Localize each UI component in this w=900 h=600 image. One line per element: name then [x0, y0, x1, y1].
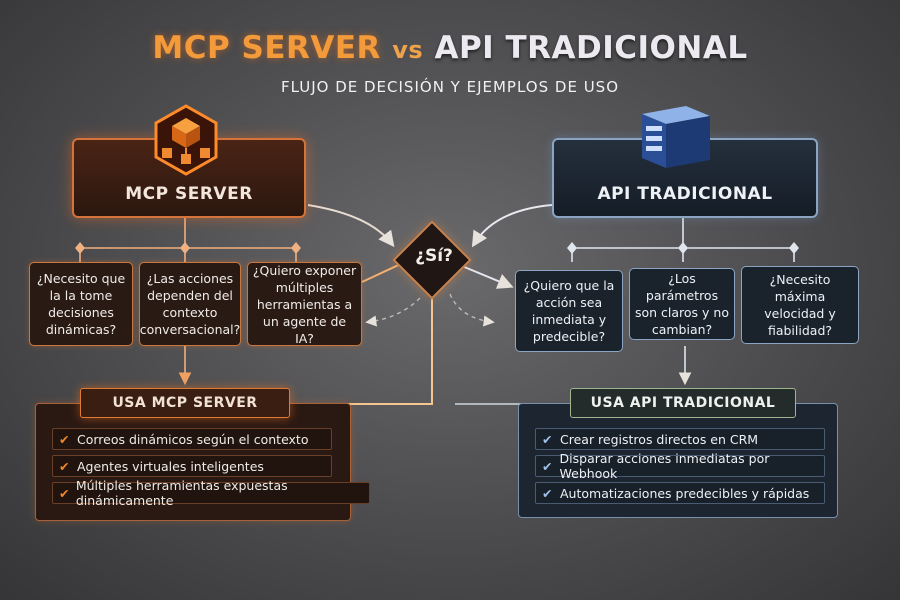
- api-result-item: ✔ Crear registros directos en CRM: [535, 428, 825, 450]
- api-question-1: ¿Quiero que la acción sea inmediata y pr…: [515, 270, 623, 352]
- api-question-3: ¿Necesito máxima velocidad y fiabilidad?: [741, 266, 859, 344]
- api-result-item: ✔ Disparar acciones inmediatas por Webhoo…: [535, 451, 825, 481]
- mcp-question-2: ¿Las acciones dependen del contexto conv…: [139, 262, 241, 346]
- mcp-server-header: MCP SERVER: [72, 138, 306, 218]
- title-vs: vs: [392, 36, 424, 64]
- check-icon: ✔: [59, 431, 70, 447]
- mcp-result-text: Agentes virtuales inteligentes: [77, 458, 264, 474]
- title-left: MCP SERVER: [152, 30, 381, 66]
- title-right: API TRADICIONAL: [434, 30, 748, 66]
- mcp-question-1: ¿Necesito que la la tome decisiones diná…: [29, 262, 133, 346]
- cube-network-icon: [154, 104, 218, 176]
- mcp-result-item: ✔ Correos dinámicos según el contexto: [52, 428, 332, 450]
- mcp-result-text: Correos dinámicos según el contexto: [77, 431, 309, 447]
- api-result-text: Disparar acciones inmediatas por Webhook: [559, 451, 770, 481]
- decision-label: ¿Sí?: [415, 246, 453, 266]
- mcp-header-label: MCP SERVER: [125, 184, 253, 204]
- mcp-result-label: USA MCP SERVER: [80, 388, 290, 418]
- api-header-label: API TRADICIONAL: [597, 184, 773, 204]
- mcp-result-item: ✔ Agentes virtuales inteligentes: [52, 455, 332, 477]
- server-rack-icon: [642, 106, 710, 168]
- mcp-result-text: Múltiples herramientas expuestas dinámic…: [75, 478, 288, 508]
- mcp-result-item: ✔ Múltiples herramientas expuestas dinámi…: [52, 478, 370, 508]
- page-title: MCP SERVER vs API TRADICIONAL: [0, 30, 900, 66]
- api-result-text: Crear registros directos en CRM: [560, 431, 759, 447]
- check-icon: ✔: [59, 485, 70, 501]
- check-icon: ✔: [542, 458, 553, 474]
- check-icon: ✔: [542, 431, 553, 447]
- mcp-question-3: ¿Quiero exponer múltiples herramientas a…: [247, 262, 362, 346]
- check-icon: ✔: [542, 485, 553, 501]
- api-result-item: ✔ Automatizaciones predecibles y rápidas: [535, 482, 825, 504]
- api-question-2: ¿Los parámetros son claros y no cambian?: [629, 268, 735, 340]
- api-result-label: USA API TRADICIONAL: [570, 388, 796, 418]
- check-icon: ✔: [59, 458, 70, 474]
- api-result-text: Automatizaciones predecibles y rápidas: [560, 485, 810, 501]
- page-subtitle: FLUJO DE DECISIÓN Y EJEMPLOS DE USO: [281, 78, 619, 96]
